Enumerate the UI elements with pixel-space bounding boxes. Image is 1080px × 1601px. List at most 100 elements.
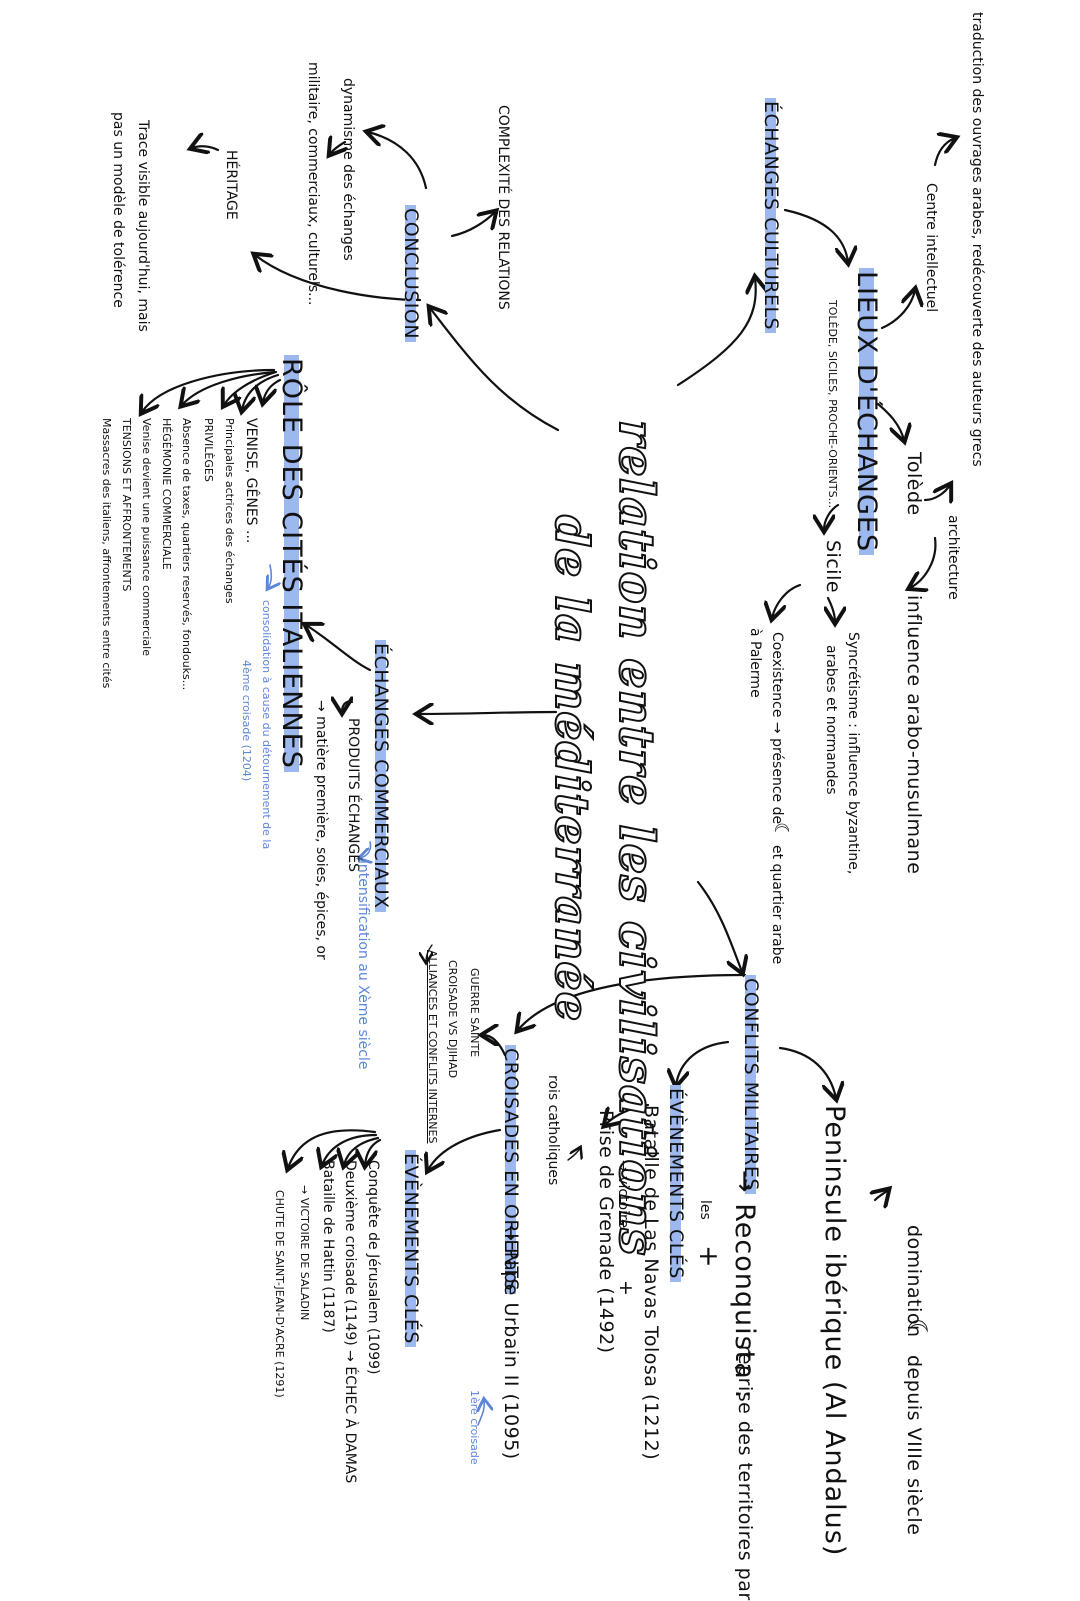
arrow-alliances — [426, 944, 432, 962]
trace-line2: pas un modèle de tolérence — [110, 112, 126, 308]
role-cites-heading: RÔLE DES CITÉS ITALIENNES — [276, 355, 307, 772]
complexite-label: COMPLEXITÉ DES RELATIONS — [495, 105, 511, 310]
arrow-center-to-culturels — [676, 278, 756, 387]
principales-actrices: Principales actrices des échanges — [223, 418, 236, 604]
traduction-text: traduction des ouvrages arabes, redécouv… — [969, 12, 985, 467]
consolidation-line2: 4ème croisade (1204) — [240, 660, 253, 782]
crescent-symbol-2: ☾ — [901, 1318, 932, 1344]
venise-devient: Venise devient une puissance commerciale — [140, 418, 153, 656]
arrow-evenements-to-prise — [605, 1103, 650, 1125]
conquete-jerusalem: Conquête de Jérusalem (1099) — [365, 1160, 381, 1375]
peninsule-label: Peninsule ibérique (Al Andalus) — [819, 1105, 850, 1557]
intensification-text: intensification au Xème siècle — [355, 860, 371, 1070]
arrow-lieux-to-sicile — [824, 503, 840, 530]
arrow-conflits-to-evenements — [676, 1040, 730, 1085]
arrow-conflits-to-peninsule — [778, 1046, 836, 1098]
arrow-premiere — [478, 1400, 484, 1426]
arrow-peninsule-to-domination — [875, 1190, 888, 1200]
syncretisme-line1: Syncrétisme : influence byzantine, — [845, 632, 861, 875]
premiere-croisade: 1ère croisade — [468, 1390, 481, 1465]
dynamisme-line2: militaire, commerciaux, culturels... — [305, 62, 321, 306]
arrow-center-to-conflits — [696, 880, 742, 972]
croisade-vs-djihad: CROISADE VS DJIHAD — [446, 960, 459, 1079]
chute-saint-jean: CHUTE DE SAINT-JEAN-D'ACRE (1291) — [273, 1190, 286, 1398]
echanges-culturels-heading: ÉCHANGES CULTURELS — [760, 98, 782, 334]
rois-catholiques: rois catholiques — [545, 1075, 561, 1186]
arrow-commerciaux-to-produits — [342, 702, 354, 712]
pape-urbain: → Pape Urbain II (1095) — [500, 1225, 522, 1460]
centre-intellectuel: Centre intellectuel — [923, 183, 939, 313]
arrow-conclusion-to-complexite — [450, 212, 495, 238]
arrow-consolidation — [268, 564, 271, 588]
hegemonie-label: HÉGÉMONIE COMMERCIALE — [160, 418, 173, 570]
heritage-label: HÉRITAGE — [223, 150, 239, 220]
trace-line1: Trace visible aujourd'hui, mais — [135, 120, 151, 332]
arrow-tolede-to-influence — [910, 536, 937, 588]
arrow-sicile-to-syncretisme — [828, 596, 835, 622]
depuis-text: depuis VIIIe siècle — [903, 1355, 925, 1536]
privileges-label: PRIVILÈGES — [202, 418, 215, 482]
arrow-centre-to-traduction — [933, 138, 955, 167]
coexistence-line2: à Palerme — [747, 628, 763, 698]
produits-echanges: PRODUITS ÉCHANGÉS — [345, 718, 361, 873]
crescent-symbol-1: ☾ — [770, 822, 792, 840]
center-title-line2: de la méditerranée — [544, 514, 600, 1023]
arrow-commerciaux-to-role — [306, 625, 372, 672]
arrow-croisades-to-evenements — [428, 1128, 502, 1170]
arrow-rois — [567, 1148, 580, 1161]
massacres-text: Massacres des italiens, affrontements en… — [100, 418, 113, 689]
coexistence-line1: Coexistence → présence de — [769, 632, 785, 825]
lieux-echanges-heading: LIEUX D'ÉCHANGES — [851, 268, 882, 556]
les-label: les — [697, 1200, 713, 1220]
victoire-saladin: → VICTOIRE DE SALADIN — [298, 1185, 311, 1321]
coexistence-line3: et quartier arabe — [769, 845, 785, 965]
arrow-dynamisme-to-militaire — [330, 142, 345, 154]
guerre-sainte: GUERRE SAINTE — [468, 968, 481, 1058]
venise-genes: VENISE, GÊNES ... — [243, 418, 259, 544]
connector-arrows — [0, 0, 1080, 1426]
syncretisme-line2: arabes et normandes — [823, 645, 839, 795]
rotated-content: relation entre les civilisations de la m… — [100, 12, 985, 1601]
arrow-ev2-hattin — [322, 1133, 378, 1165]
arrow-center-to-conclusion — [430, 308, 560, 432]
arrow-ev2-conquete — [365, 1138, 382, 1165]
plus-sign-2: + — [615, 1280, 637, 1297]
arrow-role-tensions — [142, 368, 276, 412]
bataille-las-navas: Bataille de Las Navas Tolosa (1212) — [640, 1105, 662, 1461]
bataille-hattin: Bataille de Hattin (1187) — [320, 1160, 336, 1333]
dynamisme-line1: dynamisme des échanges — [340, 78, 356, 261]
influence-label: influence arabo-musulmane — [903, 595, 925, 875]
arrow-sicile-to-coexistence — [772, 583, 802, 618]
arrow-role-principales — [242, 373, 280, 410]
echanges-commerciaux-heading: ÉCHANGES COMMERCIAUX — [370, 640, 392, 912]
conflits-militaires-heading: CONFLITS MILITAIRES — [740, 975, 762, 1194]
evenements-cles-1-heading: ÉVÈNEMENTS CLÉS — [665, 1085, 687, 1282]
arrow-role-venise — [263, 378, 282, 402]
arrow-ev2-deuxieme — [344, 1136, 380, 1165]
arrow-role-hegemonie — [182, 370, 277, 405]
arrow-center-to-commerciaux — [418, 712, 558, 714]
conclusion-heading: CONCLUSION — [400, 205, 422, 343]
tolede-label: Tolède — [903, 452, 925, 516]
sicile-label: Sicile — [822, 540, 844, 594]
arrow-lieux-to-tolede — [876, 402, 904, 440]
plus-sign-1: + — [693, 1245, 724, 1269]
alliances-conflits: ALLIANCES ET CONFLITS INTERNES — [426, 950, 439, 1144]
absence-taxes: Absence de taxes, quartiers reservés, fo… — [180, 418, 193, 691]
arrow-lieux-to-centre — [880, 290, 915, 330]
arrow-culturels-to-lieux — [783, 208, 848, 262]
arrow-conflits-to-croisades — [518, 973, 747, 1030]
arrow-tolede-to-architecture — [923, 485, 950, 500]
consolidation-line1: consolidation à cause du détournement de… — [260, 600, 273, 850]
tensions-label: TENSIONS ET AFFRONTEMENTS — [120, 418, 133, 592]
evenements-cles-2-heading: ÉVÈNEMENTS CLÉS — [400, 1150, 422, 1347]
victoire-label: → victoire — [615, 1160, 631, 1229]
produits-matiere: → matière première, soies, épices, or — [313, 700, 329, 960]
arrow-intensification — [360, 841, 371, 858]
arrow-ev2-chute — [288, 1129, 377, 1168]
reprise-text: reprise des territoires par — [734, 1345, 756, 1601]
prise-grenade: Prise de Grenade (1492) — [595, 1110, 617, 1354]
architecture-label: architecture — [945, 515, 961, 600]
deuxieme-croisade: Deuxième croisade (1149) → ÉCHEC À DAMAS — [342, 1160, 358, 1484]
